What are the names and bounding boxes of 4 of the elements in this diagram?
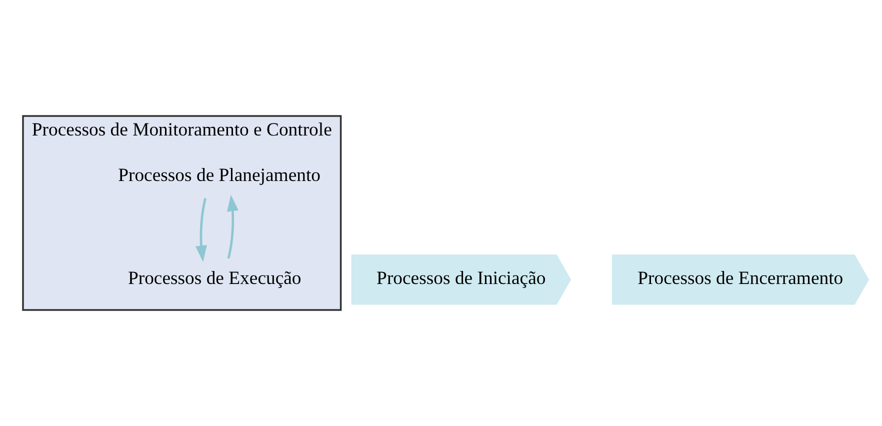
arrow [196,198,207,262]
node-text: Processos de Execução [128,268,302,290]
arrow [227,194,238,259]
node-text: Processos de Planejamento [118,165,320,186]
